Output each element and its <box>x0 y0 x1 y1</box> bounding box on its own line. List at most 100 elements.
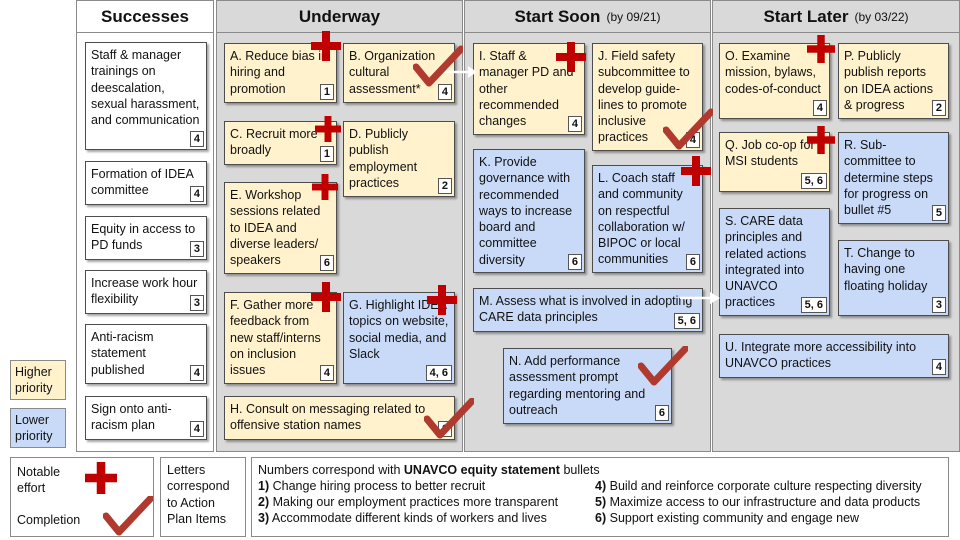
cross-icon <box>807 35 835 63</box>
cross-icon <box>312 174 338 200</box>
underway-title: Underway <box>298 6 381 26</box>
start-soon-title: Start Soon <box>514 6 601 26</box>
start-later-header: Start Later (by 03/22) <box>713 1 959 33</box>
bullet-number-label: 1) <box>258 479 270 493</box>
action-card-text: M. Assess what is involved in adopting C… <box>479 294 693 325</box>
bullet-number: 3 <box>189 294 204 311</box>
success-card-text: Formation of IDEA committee <box>91 167 194 198</box>
bullet-number: 5, 6 <box>800 296 827 313</box>
cross-icon <box>311 282 341 312</box>
check-icon <box>638 346 688 386</box>
bullet-number: 2 <box>931 99 946 116</box>
action-card-text: L. Coach staff and community on respectf… <box>598 171 685 267</box>
bullet-number: 4 <box>567 115 582 132</box>
action-card-a: A. Reduce bias in hiring and promotion 1 <box>224 43 337 103</box>
completion-label: Completion <box>17 513 81 527</box>
check-icon <box>663 108 713 152</box>
success-card-text: Sign onto anti-racism plan <box>91 402 172 433</box>
notable-effort-label: Notable effort <box>17 465 61 496</box>
bullet-number-label: 2) <box>258 495 270 509</box>
bullet-number: 4 <box>189 364 204 381</box>
bullet-text: Making our employment practices more tra… <box>272 495 559 509</box>
action-card-o: O. Examine mission, bylaws, codes-of-con… <box>719 43 830 119</box>
bullet-number: 4 <box>812 99 827 116</box>
success-card: Equity in access to PD funds 3 <box>85 216 207 260</box>
action-card-text: S. CARE data principles and related acti… <box>725 214 807 310</box>
success-card: Increase work hour flexibility 3 <box>85 270 207 314</box>
bullets-intro-post: bullets <box>563 463 600 477</box>
cross-icon <box>807 126 835 154</box>
bullet-item: 5) Maximize access to our infrastructure… <box>595 495 920 511</box>
arrow-b-to-i <box>442 66 477 78</box>
action-card-text: I. Staff & manager PD and other recommen… <box>479 49 574 128</box>
action-card-n: N. Add performance assessment prompt reg… <box>503 348 672 424</box>
bullet-number: 4 <box>189 130 204 147</box>
bullet-number: 4 <box>931 358 946 375</box>
bullet-number: 6 <box>567 253 582 270</box>
action-card-text: J. Field safety subcommittee to develop … <box>598 49 690 145</box>
success-card: Staff & manager trainings on deescalatio… <box>85 42 207 150</box>
bullet-text: Change hiring process to better recruit <box>272 479 486 493</box>
bullet-text: Maximize access to our infrastructure an… <box>609 495 921 509</box>
action-card-text: A. Reduce bias in hiring and promotion <box>230 49 328 96</box>
action-card-text: R. Sub-committee to determine steps for … <box>844 138 933 217</box>
action-card-text: E. Workshop sessions related to IDEA and… <box>230 188 321 267</box>
bullet-number: 3 <box>931 296 946 313</box>
action-card-j: J. Field safety subcommittee to develop … <box>592 43 703 151</box>
cross-icon <box>315 116 341 142</box>
bullet-item: 1) Change hiring process to better recru… <box>258 479 485 495</box>
bullet-number: 2 <box>437 177 452 194</box>
check-icon <box>413 45 463 89</box>
bullet-number-label: 3) <box>258 511 270 525</box>
action-card-text: U. Integrate more accessibility into UNA… <box>725 340 917 371</box>
success-card: Formation of IDEA committee 4 <box>85 161 207 205</box>
bullet-text: Accommodate different kinds of workers a… <box>271 511 547 525</box>
bullet-text: Support existing community and engage ne… <box>609 511 860 525</box>
success-card: Anti-racism statement published 4 <box>85 324 207 384</box>
action-card-text: G. Highlight IDEA topics on website, soc… <box>349 298 449 361</box>
higher-priority-legend: Higher priority <box>10 360 66 400</box>
bullet-number: 4 <box>189 185 204 202</box>
bullet-number: 4 <box>319 364 334 381</box>
action-card-text: N. Add performance assessment prompt reg… <box>509 354 646 417</box>
start-soon-subtitle: (by 09/21) <box>606 9 661 24</box>
bullet-number: 5, 6 <box>673 312 700 329</box>
action-card-h: H. Consult on messaging related to offen… <box>224 396 455 440</box>
bullet-number-label: 4) <box>595 479 607 493</box>
action-card-text: Q. Job co-op for MSI students <box>725 138 815 169</box>
higher-priority-label: Higher priority <box>15 365 53 396</box>
action-card-text: B. Organization cultural assessment* <box>349 49 436 96</box>
letters-label: Letters correspond to Action Plan Items <box>167 463 230 526</box>
action-card-d: D. Publicly publish employment practices… <box>343 121 455 197</box>
check-icon <box>103 496 153 536</box>
start-soon-header: Start Soon (by 09/21) <box>465 1 710 33</box>
action-card-g: G. Highlight IDEA topics on website, soc… <box>343 292 455 384</box>
action-card-e: E. Workshop sessions related to IDEA and… <box>224 182 337 274</box>
lower-priority-legend: Lower priority <box>10 408 66 448</box>
bullet-number: 4 <box>189 420 204 437</box>
action-card-text: O. Examine mission, bylaws, codes-of-con… <box>725 49 821 96</box>
bullet-text: Build and reinforce corporate culture re… <box>609 479 922 493</box>
check-icon <box>424 398 474 440</box>
bullet-number: 3 <box>189 240 204 257</box>
bullet-number-label: 6) <box>595 511 607 525</box>
action-card-u: U. Integrate more accessibility into UNA… <box>719 334 949 378</box>
arrow-m-to-s <box>680 292 720 304</box>
action-card-i: I. Staff & manager PD and other recommen… <box>473 43 585 135</box>
successes-header: Successes <box>77 1 213 33</box>
bullet-number: 4 <box>437 83 452 100</box>
start-later-subtitle: (by 03/22) <box>854 9 909 24</box>
action-card-text: D. Publicly publish employment practices <box>349 127 418 190</box>
action-card-l: L. Coach staff and community on respectf… <box>592 165 703 273</box>
action-card-text: C. Recruit more broadly <box>230 127 318 158</box>
cross-icon <box>427 285 457 315</box>
action-card-f: F. Gather more feedback from new staff/i… <box>224 292 337 384</box>
bullet-number: 6 <box>319 254 334 271</box>
bullets-intro-bold: UNAVCO equity statement <box>403 463 560 477</box>
bullets-intro: Numbers correspond with UNAVCO equity st… <box>258 463 600 479</box>
start-later-title: Start Later <box>763 6 849 26</box>
action-card-k: K. Provide governance with recommended w… <box>473 149 585 273</box>
action-card-text: K. Provide governance with recommended w… <box>479 155 573 267</box>
bullet-item: 2) Making our employment practices more … <box>258 495 558 511</box>
cross-icon <box>556 42 586 72</box>
